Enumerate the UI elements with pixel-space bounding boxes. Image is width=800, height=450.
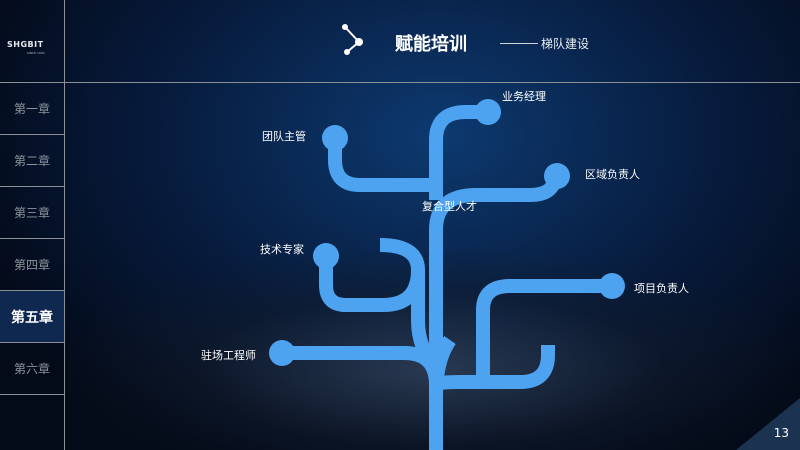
branch-hook	[379, 238, 425, 271]
header-divider	[64, 82, 800, 83]
branch-business	[429, 105, 488, 200]
subtitle-dash	[500, 43, 538, 44]
share-nodes-icon	[342, 24, 363, 55]
node-region-head	[544, 163, 570, 189]
branch-mid-join	[411, 270, 441, 371]
sidebar: SHGBIT SINCE 1994 第一章 第二章 第三章 第四章 第五章 第六…	[0, 0, 65, 450]
label-tech-expert: 技术专家	[260, 243, 304, 256]
page-subtitle: 梯队建设	[541, 37, 590, 51]
sidebar-item-chapter-2[interactable]: 第二章	[0, 135, 64, 187]
branch-lower-right	[429, 345, 555, 391]
node-site-engineer	[269, 340, 295, 366]
node-team-lead	[322, 125, 348, 151]
logo-since: SINCE 1994	[27, 51, 45, 55]
label-business-manager: 业务经理	[502, 90, 546, 103]
page-number: 13	[773, 426, 789, 440]
page-title: 赋能培训	[395, 34, 467, 55]
sidebar-item-chapter-3[interactable]: 第三章	[0, 187, 64, 239]
sidebar-item-chapter-4[interactable]: 第四章	[0, 239, 64, 291]
logo: SHGBIT SINCE 1994	[0, 0, 64, 83]
node-business-manager	[475, 99, 501, 125]
branch-team	[328, 138, 437, 193]
label-center: 复合型人才	[422, 200, 477, 213]
label-project-head: 项目负责人	[634, 282, 689, 295]
sidebar-item-chapter-5[interactable]: 第五章	[0, 291, 64, 343]
logo-name: SHGBIT	[7, 40, 44, 49]
branch-tech	[319, 258, 425, 312]
node-tech-expert	[313, 243, 339, 269]
label-site-engineer: 驻场工程师	[201, 349, 256, 362]
branch-site-engineer	[282, 346, 443, 450]
node-project-head	[599, 273, 625, 299]
branch-project	[476, 279, 612, 380]
page-corner	[736, 398, 800, 450]
label-region-head: 区域负责人	[585, 168, 640, 181]
label-team-lead: 团队主管	[262, 130, 306, 143]
sidebar-item-chapter-1[interactable]: 第一章	[0, 83, 64, 135]
sidebar-item-chapter-6[interactable]: 第六章	[0, 343, 64, 395]
branch-region	[429, 174, 562, 450]
